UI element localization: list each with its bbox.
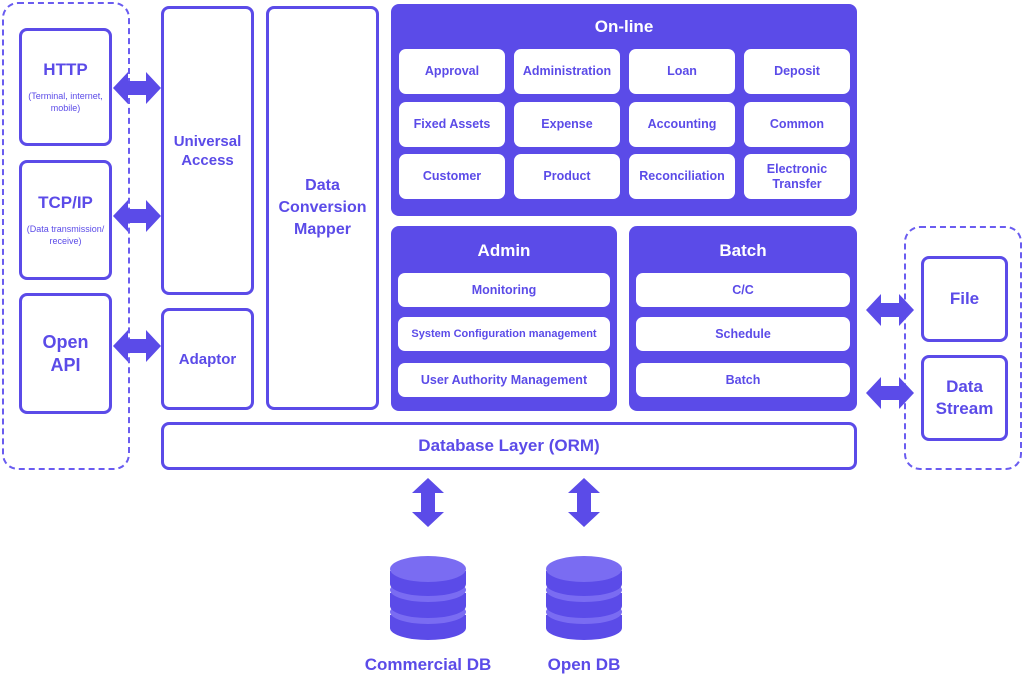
- tcpip-box: TCP/IP (Data transmission/ receive): [19, 160, 112, 280]
- online-module: Reconciliation: [629, 154, 735, 199]
- universal-access-box: Universal Access: [161, 6, 254, 295]
- tcpip-subtitle: (Data transmission/ receive): [26, 224, 105, 246]
- tcpip-arrow-icon: [113, 200, 161, 232]
- admin-module: System Configuration management: [398, 317, 610, 351]
- admin-title: Admin: [477, 241, 531, 260]
- universal-access-label: Universal Access: [173, 132, 242, 169]
- open-api-title: Open API: [42, 331, 89, 375]
- file-arrow-icon: [866, 294, 914, 326]
- online-module: Fixed Assets: [399, 102, 505, 147]
- batch-module: Batch: [636, 363, 850, 397]
- adaptor-box: Adaptor: [161, 308, 254, 410]
- http-subtitle: (Terminal, internet, mobile): [28, 91, 103, 113]
- admin-module: Monitoring: [398, 273, 610, 307]
- database-layer-label: Database Layer (ORM): [418, 436, 600, 455]
- client-protocols-group: [2, 2, 130, 470]
- open-api-box: Open API: [19, 293, 112, 414]
- http-title: HTTP: [43, 60, 88, 79]
- external-sources-group: [904, 226, 1022, 470]
- tcpip-title: TCP/IP: [38, 193, 93, 212]
- commercial-db-icon: [390, 556, 466, 640]
- online-module: Loan: [629, 49, 735, 94]
- stream-arrow-icon: [866, 377, 914, 409]
- http-box: HTTP (Terminal, internet, mobile): [19, 28, 112, 146]
- data-stream-box: Data Stream: [921, 355, 1008, 441]
- batch-module: C/C: [636, 273, 850, 307]
- online-module: Customer: [399, 154, 505, 199]
- online-module: Administration: [514, 49, 620, 94]
- online-title: On-line: [594, 17, 654, 36]
- batch-title: Batch: [719, 241, 767, 260]
- open-db-arrow-icon: [568, 478, 600, 527]
- admin-module: User Authority Management: [398, 363, 610, 397]
- online-module: Approval: [399, 49, 505, 94]
- data-conversion-mapper-box: Data Conversion Mapper: [266, 6, 379, 410]
- openapi-arrow-icon: [113, 330, 161, 362]
- online-module: Accounting: [629, 102, 735, 147]
- file-label: File: [949, 289, 980, 308]
- online-module: Expense: [514, 102, 620, 147]
- online-module: Electronic Transfer: [744, 154, 850, 199]
- online-module: Product: [514, 154, 620, 199]
- mapper-label: Data Conversion Mapper: [278, 177, 367, 238]
- file-box: File: [921, 256, 1008, 342]
- online-module: Common: [744, 102, 850, 147]
- commercial-db-label: Commercial DB: [364, 655, 492, 674]
- http-arrow-icon: [113, 72, 161, 104]
- database-layer-box: Database Layer (ORM): [161, 422, 857, 470]
- batch-module: Schedule: [636, 317, 850, 351]
- open-db-icon: [546, 556, 622, 640]
- open-db-label: Open DB: [547, 655, 621, 674]
- commercial-db-arrow-icon: [412, 478, 444, 527]
- adaptor-label: Adaptor: [178, 350, 237, 368]
- data-stream-label: Data Stream: [935, 377, 994, 418]
- online-module: Deposit: [744, 49, 850, 94]
